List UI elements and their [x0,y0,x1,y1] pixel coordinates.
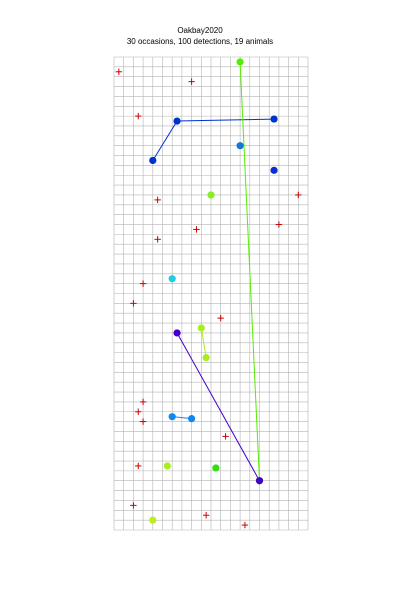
detection-point [173,329,181,337]
detection-point [163,462,171,470]
trap-marker [241,521,249,529]
trap-marker [217,314,224,322]
detection-point [255,477,264,485]
trap-marker [188,78,195,85]
trap-markers [115,68,302,529]
animal-paths [152,61,275,481]
detection-point [270,115,278,123]
trap-marker [135,462,142,470]
detection-point [188,415,196,423]
detection-point [173,117,181,125]
detection-points [149,58,278,524]
trap-marker [193,226,200,233]
chart-title: Oakbay2020 [177,26,223,35]
animal-path [239,61,260,481]
trap-marker [130,502,137,509]
trap-marker [130,300,137,307]
trap-marker [115,68,123,75]
detection-point [149,516,157,524]
detection-point [168,413,176,421]
grid [113,56,309,531]
trap-marker [154,236,161,243]
animal-path [200,327,207,358]
trap-marker [275,221,283,228]
detection-point [236,58,244,66]
detection-point [270,166,278,174]
chart-subtitle: 30 occasions, 100 detections, 19 animals [126,37,274,46]
detection-point [149,156,157,165]
detection-point [212,464,220,472]
detection-point [207,191,215,199]
trap-marker [222,433,229,440]
trap-marker [202,512,210,519]
detection-point [236,142,244,150]
detection-point [168,275,176,283]
trap-marker [139,418,147,425]
trap-marker [154,196,161,204]
animal-path [176,332,260,481]
detection-point [202,353,210,362]
trap-marker [139,398,147,406]
trap-marker [135,112,142,120]
trap-marker [295,191,302,199]
trap-marker [139,280,147,287]
trap-marker [135,408,142,415]
animal-path [152,118,275,161]
detection-point [197,324,205,332]
